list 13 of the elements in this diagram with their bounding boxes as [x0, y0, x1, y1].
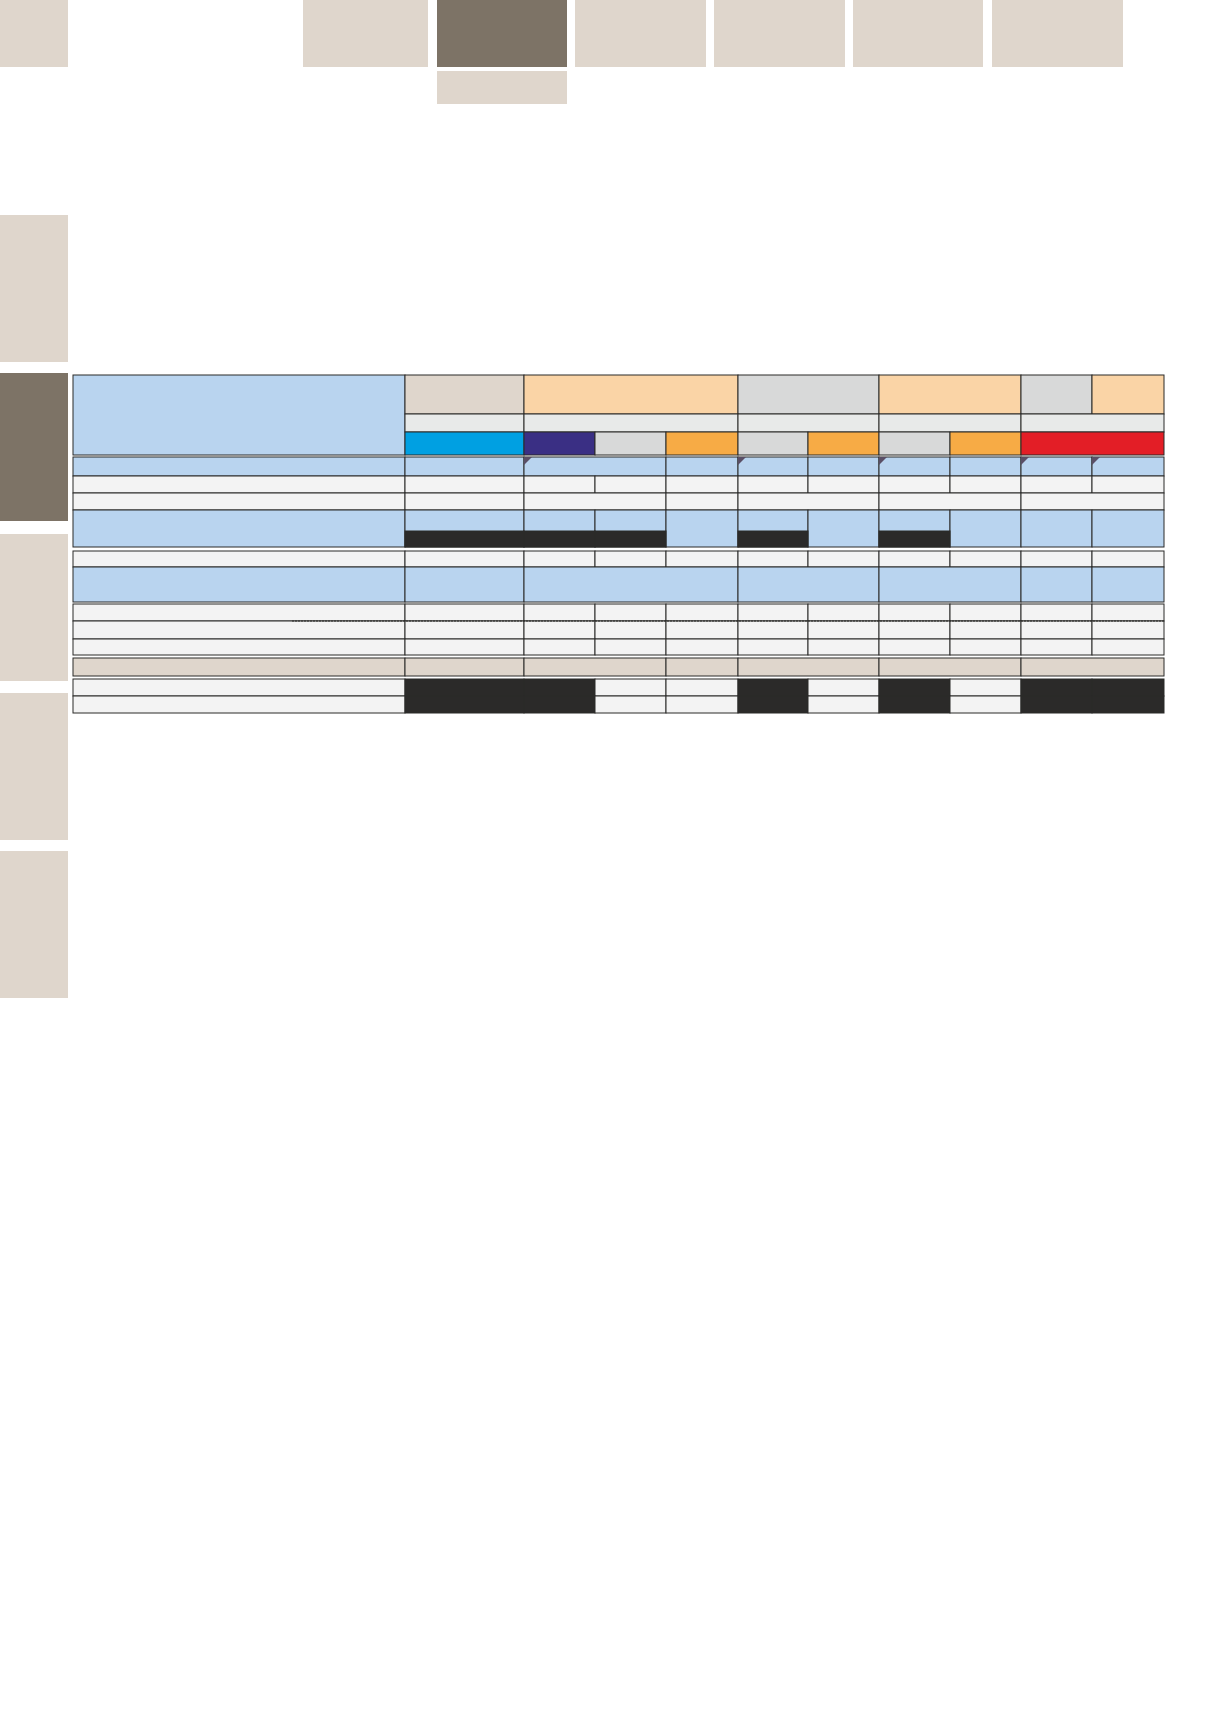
tab	[853, 0, 983, 67]
tab	[303, 0, 428, 67]
tab	[0, 693, 68, 840]
tab	[992, 0, 1123, 67]
tab	[0, 851, 68, 998]
active-tab	[437, 0, 567, 67]
tab	[437, 71, 567, 104]
tab	[0, 534, 68, 681]
active-tab	[0, 373, 68, 521]
tab	[575, 0, 706, 67]
tab	[714, 0, 845, 67]
tab	[0, 215, 68, 362]
tab	[0, 0, 68, 67]
